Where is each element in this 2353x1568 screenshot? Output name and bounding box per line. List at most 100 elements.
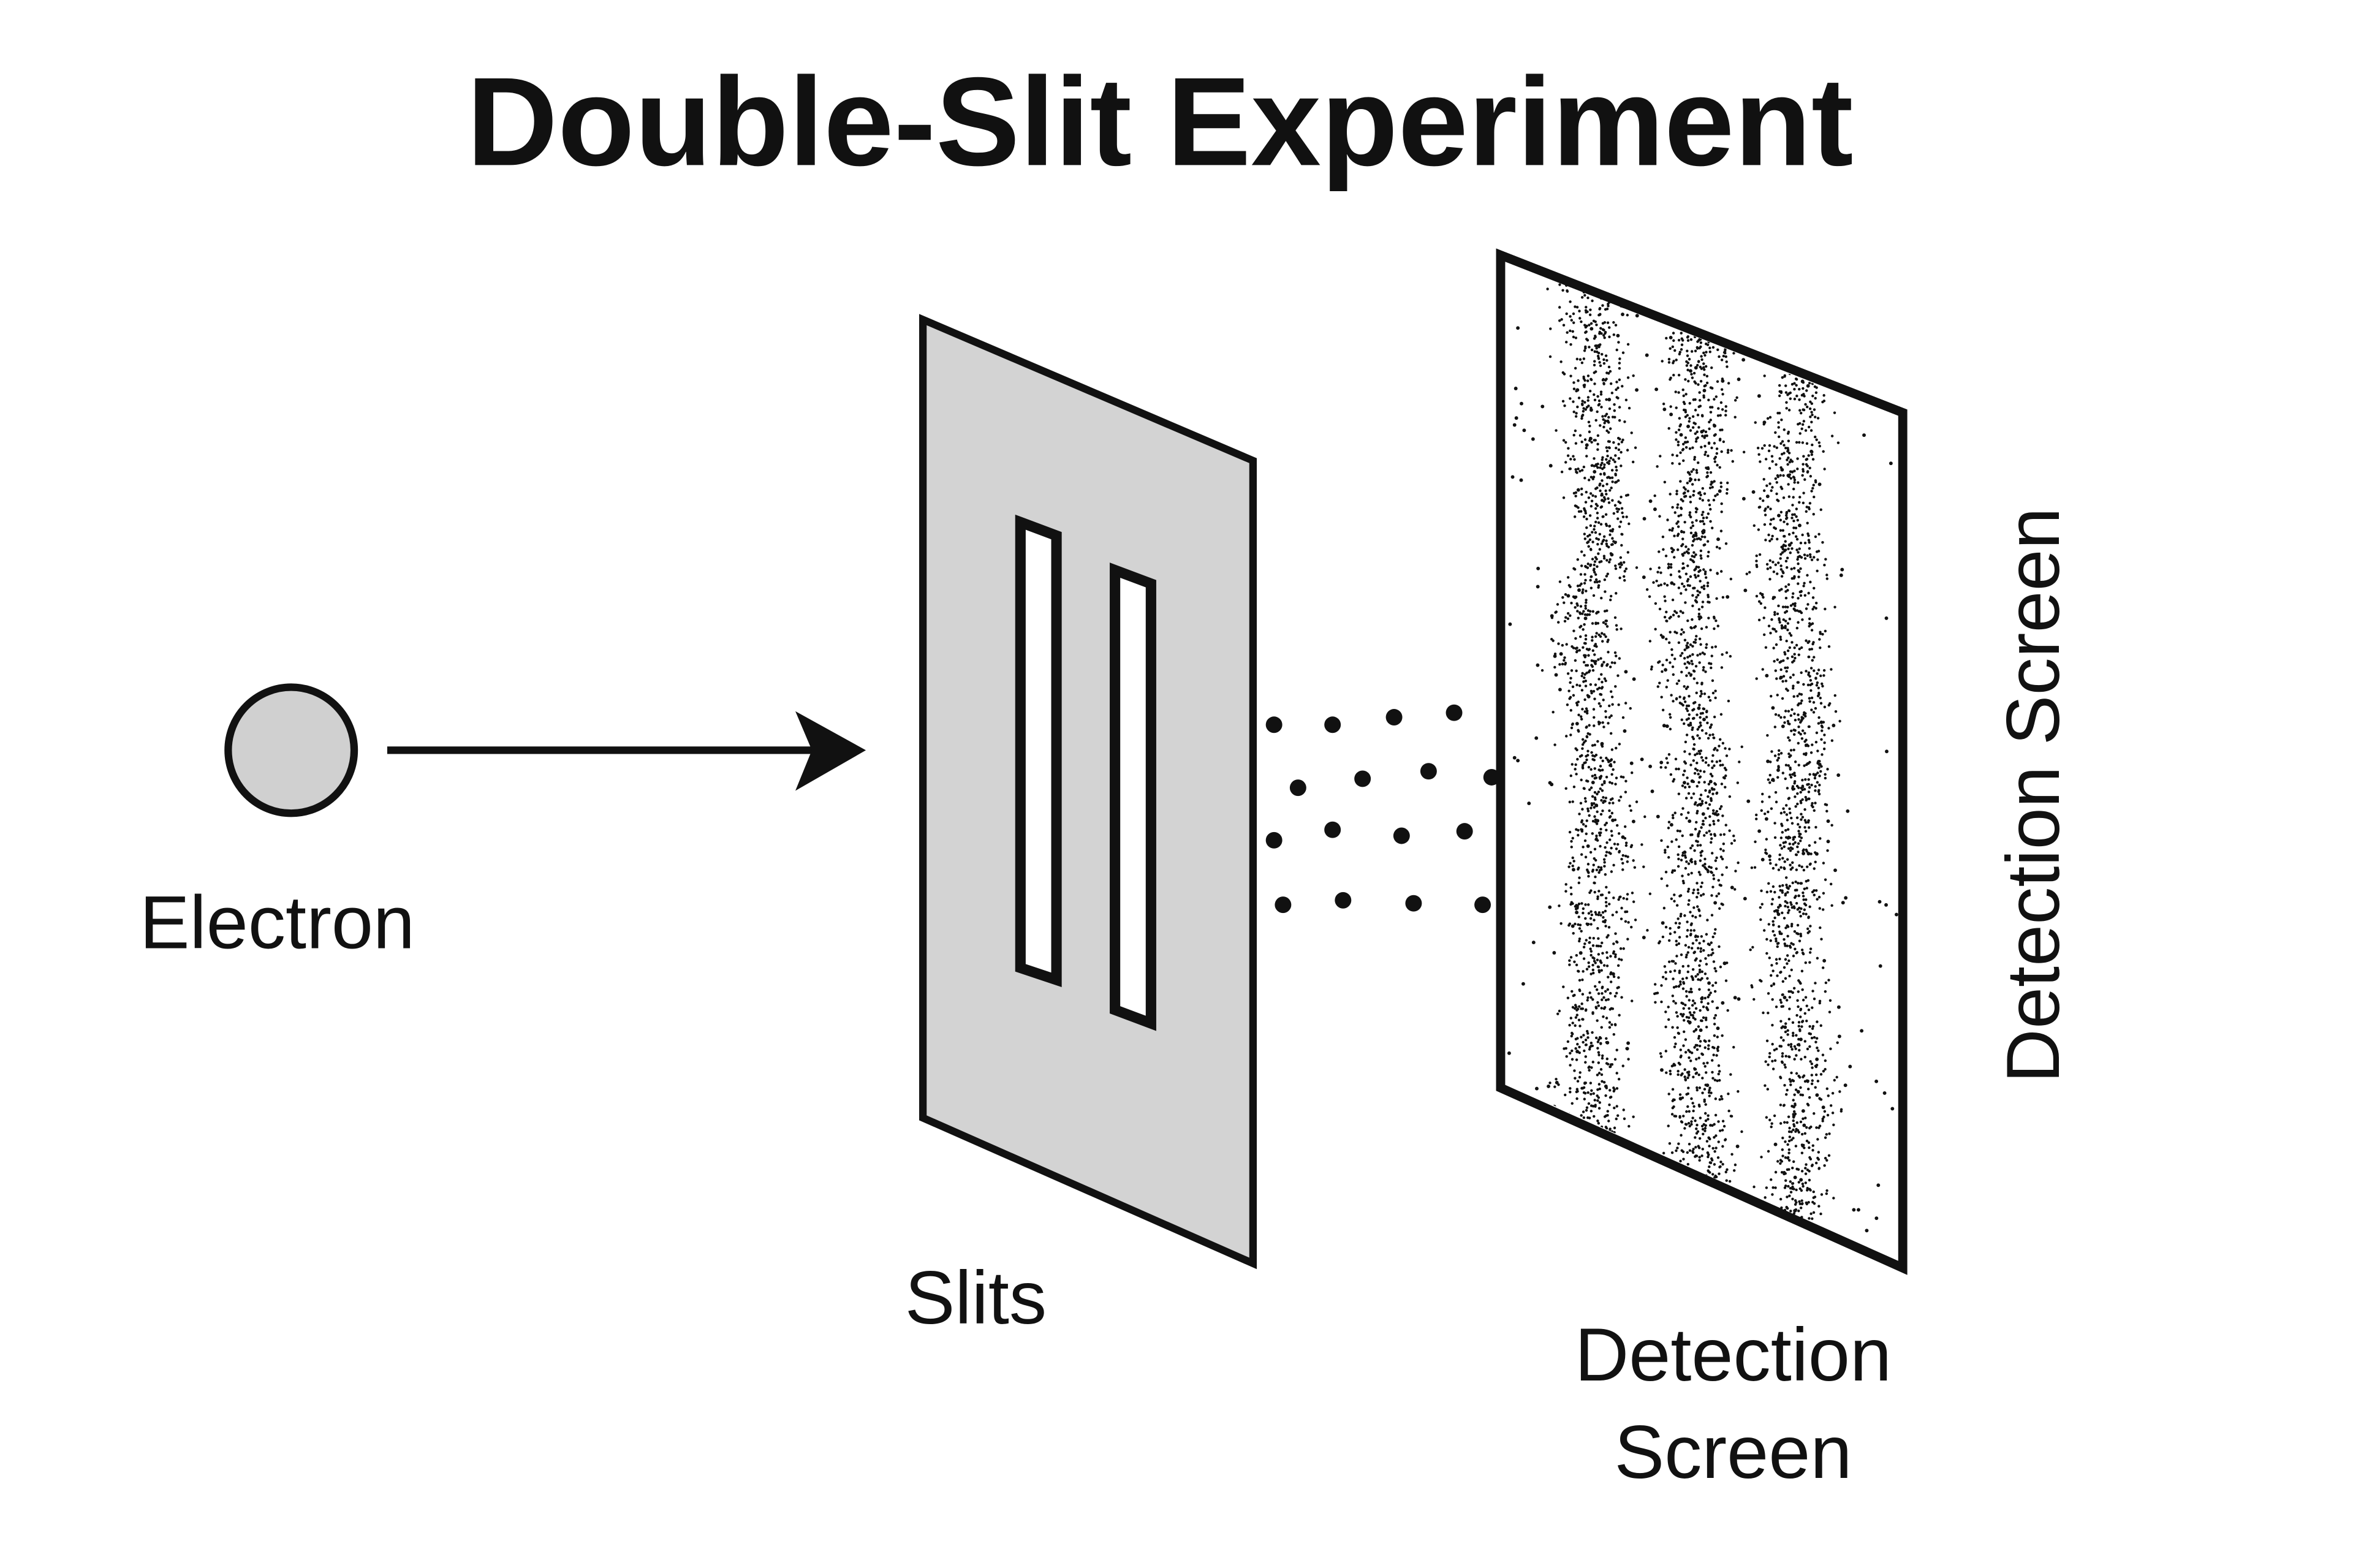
pattern-dot [1750,866,1754,869]
pattern-dot [1685,704,1689,708]
pattern-dot [1620,450,1623,454]
pattern-dot [1786,962,1789,965]
pattern-dot [1716,1260,1719,1262]
pattern-dot [1705,434,1708,437]
pattern-dot [1683,662,1686,665]
pattern-dot [1748,570,1751,574]
pattern-dot [1781,267,1784,271]
pattern-dot [1787,736,1790,740]
pattern-dot [1780,624,1784,627]
pattern-dot [1817,1126,1821,1129]
pattern-dot [1610,1200,1614,1203]
pattern-dot [1762,489,1766,492]
pattern-dot [1617,703,1620,706]
pattern-dot [1609,1168,1613,1171]
pattern-dot [1783,721,1786,724]
pattern-dot [1809,1189,1812,1192]
pattern-dot [1674,757,1678,761]
pattern-dot [1589,308,1592,311]
pattern-dot [1557,621,1560,624]
pattern-dot [1814,677,1817,680]
pattern-dot [1683,491,1686,494]
pattern-dot [1686,970,1690,974]
pattern-dot [1784,1093,1788,1096]
pattern-dot [1721,763,1724,767]
pattern-dot [1715,809,1719,813]
pattern-dot [1664,971,1667,974]
pattern-dot [1798,825,1802,828]
pattern-dot [1600,673,1603,676]
pattern-dot [1793,1045,1797,1048]
pattern-dot [1573,1189,1577,1192]
pattern-dot [1656,465,1659,468]
pattern-dot [1675,1191,1678,1194]
pattern-dot [1675,1238,1678,1241]
pattern-dot [1784,653,1787,656]
pattern-dot [1566,612,1570,615]
pattern-dot [1816,681,1819,684]
pattern-dot [1591,1138,1594,1142]
pattern-dot [1670,648,1673,651]
pattern-dot [1817,766,1821,770]
pattern-dot [1626,449,1629,452]
pattern-dot [1673,1115,1676,1118]
pattern-dot [1770,750,1773,753]
pattern-dot [1814,267,1817,270]
pattern-dot [1803,304,1806,308]
pattern-dot [1684,944,1688,947]
pattern-dot [1608,1021,1612,1024]
pattern-dot [1669,926,1672,930]
pattern-dot [1555,1077,1558,1081]
pattern-dot [1803,1146,1806,1149]
pattern-dot [1817,1049,1820,1052]
pattern-dot [1613,1023,1617,1026]
pattern-dot [1786,1143,1789,1146]
pattern-dot [1587,654,1590,657]
pattern-dot [1677,282,1681,286]
pattern-dot [1613,994,1617,998]
pattern-dot [1711,319,1715,322]
pattern-dot [1788,996,1792,999]
pattern-dot [1805,1201,1808,1205]
pattern-dot [1594,1140,1597,1143]
pattern-dot [1686,580,1689,583]
pattern-dot [1724,1170,1727,1173]
pattern-dot [1819,770,1822,773]
pattern-dot [1705,756,1708,760]
pattern-dot [1716,270,1719,273]
pattern-dot [1596,1040,1600,1043]
pattern-dot [1699,549,1703,553]
pattern-dot [1594,1189,1597,1192]
pattern-dot [1767,882,1770,885]
pattern-dot [1692,759,1696,762]
pattern-dot [1591,963,1594,967]
pattern-dot [1618,362,1621,365]
pattern-dot [1790,968,1793,972]
pattern-dot [1760,809,1763,812]
pattern-dot [1705,626,1708,629]
pattern-dot [1787,547,1790,550]
pattern-dot [1701,300,1705,304]
pattern-dot [1814,435,1817,439]
pattern-dot [1800,865,1803,868]
pattern-dot [1691,968,1695,971]
pattern-dot [1699,716,1702,719]
pattern-dot [1618,562,1621,566]
pattern-dot [1794,718,1797,722]
pattern-dot [1762,267,1765,270]
pattern-dot [1786,944,1789,947]
pattern-dot [1775,279,1779,282]
pattern-dot [1778,1240,1781,1243]
pattern-dot [1768,539,1771,542]
pattern-dot [1788,739,1791,742]
pattern-dot [1630,431,1633,434]
pattern-dot [1584,903,1587,906]
pattern-dot [1572,1213,1575,1216]
pattern-dot [1819,926,1822,930]
pattern-dot [1572,994,1575,998]
pattern-dot [1797,725,1800,729]
pattern-dot [1578,1075,1582,1079]
pattern-dot [1678,570,1681,573]
pattern-dot [1802,357,1805,360]
pattern-dot [1827,645,1831,648]
